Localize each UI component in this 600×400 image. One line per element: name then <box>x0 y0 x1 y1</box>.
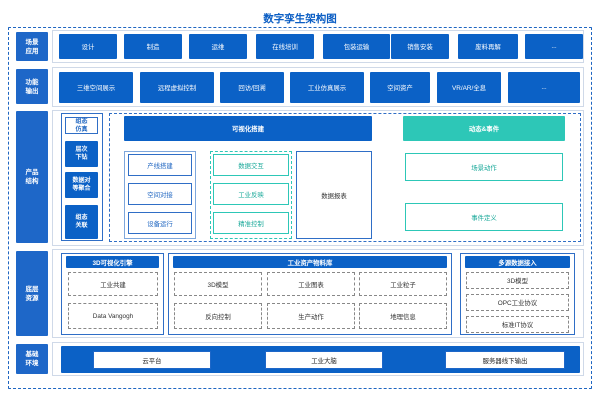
vis-mid-item: 精准控制 <box>213 212 289 234</box>
vis-left-column <box>124 151 196 239</box>
func-item: 远程虚拟控制 <box>140 72 214 103</box>
row-label-product: 产品 结构 <box>16 111 48 243</box>
vis-left-item: 空间对接 <box>128 183 192 205</box>
product-row-container <box>52 110 584 246</box>
scene-item: 设计 <box>59 34 117 59</box>
product-left-item: 层次 下钻 <box>65 141 98 167</box>
scene-item: 销售安装 <box>391 34 449 59</box>
env-row-container <box>52 342 584 376</box>
multi-item: 3D模型 <box>466 272 569 289</box>
vis-title-box: 可视化搭建 <box>124 116 372 141</box>
asset-item: 地理信息 <box>359 303 447 329</box>
row-label-env: 基础 环境 <box>16 344 48 374</box>
scene-item: ... <box>525 34 583 59</box>
env-item: 工业大脑 <box>265 351 383 369</box>
scene-row-container <box>52 30 584 63</box>
asset-item: 工业粒子 <box>359 272 447 296</box>
event-title-box: 动态&事件 <box>403 116 565 141</box>
product-left-column <box>61 113 103 241</box>
engine-item: 工业共建 <box>68 272 158 296</box>
product-left-item: 数据对 等聚合 <box>65 172 98 198</box>
engine-title: 3D可视化引擎 <box>66 256 159 268</box>
scene-item: 废料再解 <box>458 34 518 59</box>
asset-item: 3D模型 <box>174 272 262 296</box>
multi-title: 多源数据接入 <box>465 256 570 268</box>
vis-mid-column <box>210 151 292 239</box>
vis-left-item: 设备运行 <box>128 212 192 234</box>
func-item: 回访/回溯 <box>220 72 284 103</box>
engine-item: Data Vangogh <box>68 303 158 329</box>
asset-item: 反向控制 <box>174 303 262 329</box>
product-left-item: 组态 仿真 <box>65 117 98 134</box>
vis-mid-item: 工业反映 <box>213 183 289 205</box>
diagram-title: 数字孪生架构图 <box>0 9 600 27</box>
scene-item: 在线培训 <box>256 34 314 59</box>
multi-item: 标准IT协议 <box>466 316 569 333</box>
scene-item: 包装运输 <box>323 34 390 59</box>
base-row-container <box>52 249 584 338</box>
event-item: 场景动作 <box>405 153 563 181</box>
func-item: 三维空间展示 <box>59 72 133 103</box>
diagram-frame <box>8 27 592 389</box>
multi-item: OPC工业协议 <box>466 294 569 311</box>
func-item: VR/AR/全息 <box>437 72 501 103</box>
env-item: 云平台 <box>93 351 211 369</box>
scene-item: 运维 <box>189 34 247 59</box>
scene-item: 制造 <box>124 34 182 59</box>
asset-item: 生产动作 <box>267 303 355 329</box>
event-item: 事件定义 <box>405 203 563 231</box>
vis-right-box: 数据报表 <box>296 151 372 239</box>
row-label-scene: 场景 应用 <box>16 32 48 61</box>
asset-title: 工业资产物料库 <box>173 256 447 268</box>
vis-mid-item: 数据交互 <box>213 154 289 176</box>
engine-panel <box>61 253 164 335</box>
asset-item: 工业图表 <box>267 272 355 296</box>
asset-panel <box>168 253 452 335</box>
env-item: 服务器线下输出 <box>445 351 565 369</box>
func-item: 空间资产 <box>370 72 430 103</box>
row-label-base: 底层 资源 <box>16 251 48 336</box>
vis-left-item: 产线搭建 <box>128 154 192 176</box>
multi-panel <box>460 253 575 335</box>
row-label-func: 功能 输出 <box>16 69 48 104</box>
func-item: 工业仿真展示 <box>290 72 364 103</box>
func-item: ... <box>508 72 580 103</box>
product-left-item: 组态 关联 <box>65 205 98 239</box>
func-row-container <box>52 67 584 107</box>
